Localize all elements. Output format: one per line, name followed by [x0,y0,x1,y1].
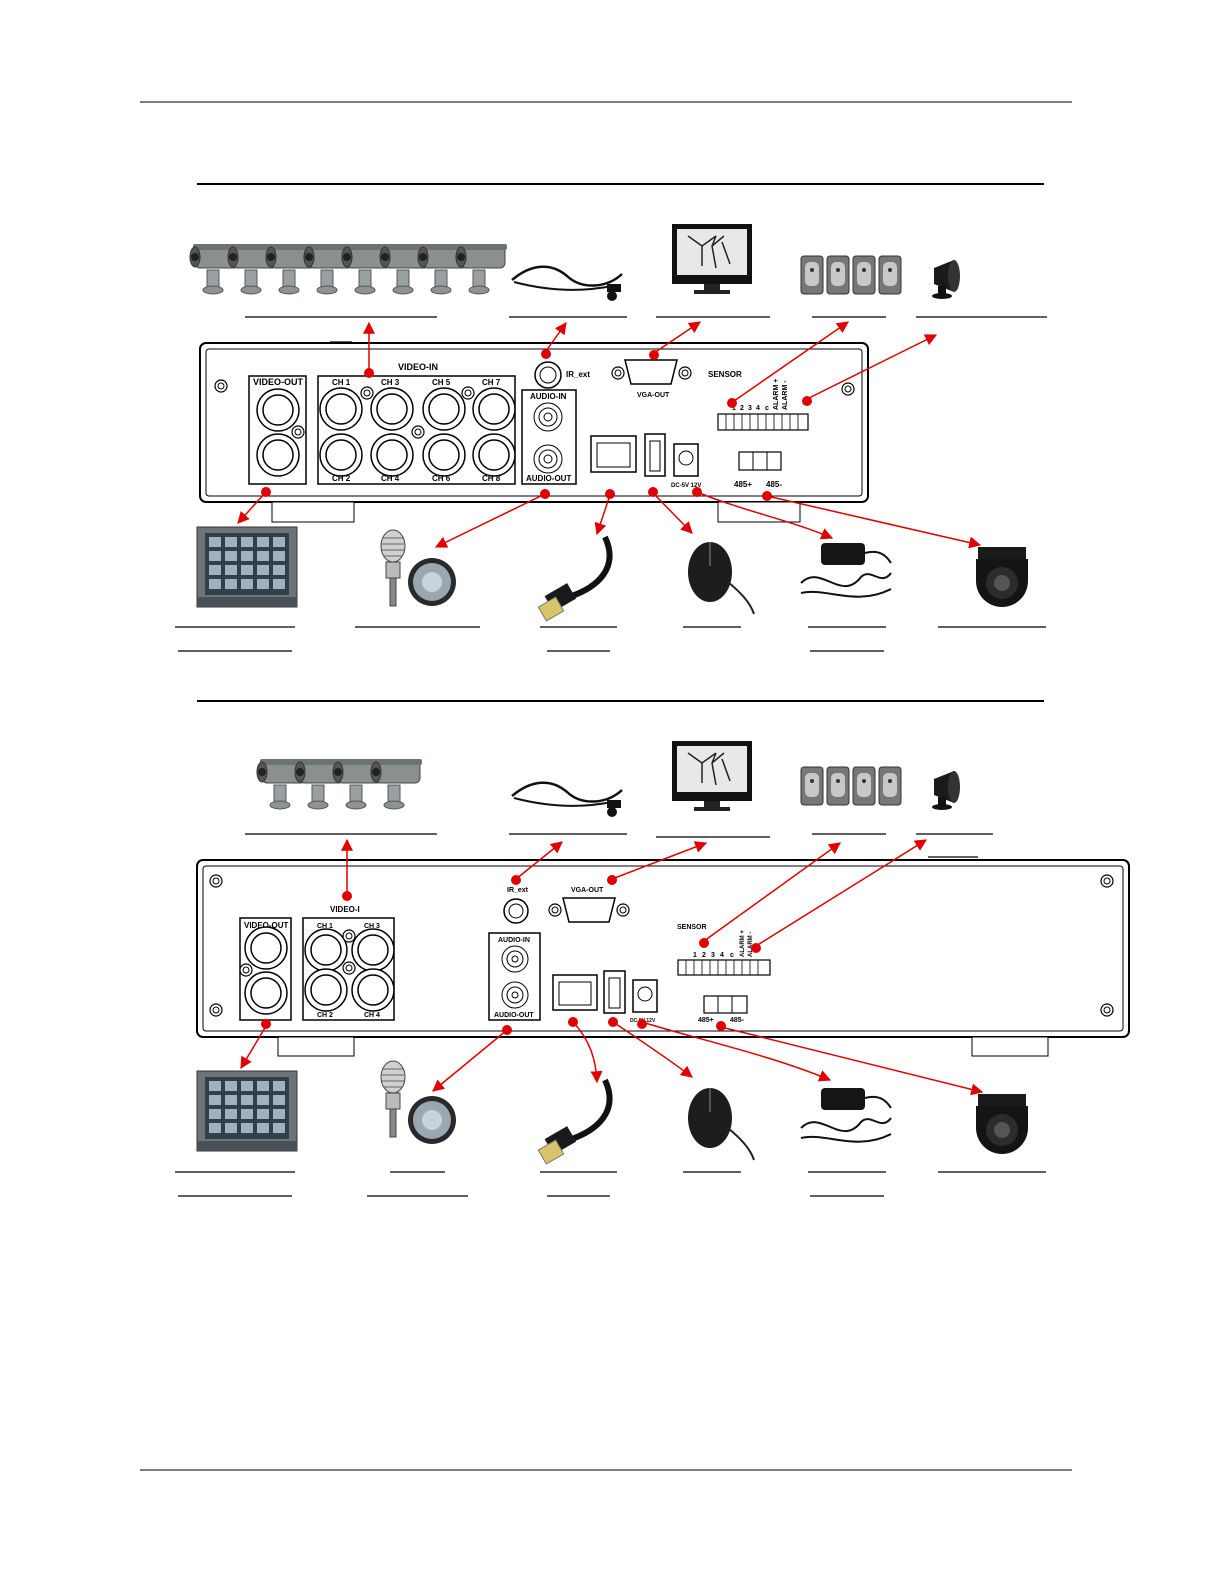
label-dc: DC-5V 12V [671,483,701,489]
label-485-minus: 485- [766,480,782,489]
network-cable-icon [538,537,609,621]
label-audio-in: AUDIO-IN [530,392,567,401]
crt-monitor-icon [196,1070,298,1152]
speaker-icon [408,1096,456,1144]
label-audio-out: AUDIO-OUT [494,1012,534,1019]
sensor-pin-3: 3 [748,405,752,412]
label-vga-out: VGA-OUT [571,887,604,894]
label-ch1: CH 1 [332,378,351,387]
network-cable-icon [538,1080,609,1164]
ir-cable-icon [510,781,624,819]
pir-sensor-icon [800,766,902,806]
ir-cable-icon [510,265,624,303]
label-audio-out: AUDIO-OUT [526,474,571,483]
diagram-8ch: VIDEO-OUT VIDEO-IN CH 1 CH 3 CH 5 CH 7 C… [175,183,1047,652]
mouse-icon [687,541,755,615]
label-ch7: CH 7 [482,378,501,387]
ptz-dome-camera-icon [976,1094,1028,1154]
crt-monitor-icon [196,526,298,608]
microphone-icon [380,1060,406,1138]
label-video-out: VIDEO-OUT [253,377,304,387]
sensor-pin-4: 4 [756,405,760,412]
siren-icon [932,771,960,810]
label-sensor: SENSOR [708,370,742,379]
mouse-icon [687,1087,755,1161]
label-video-out: VIDEO-OUT [244,921,289,930]
siren-icon [932,260,960,299]
label-485-minus: 485- [730,1017,745,1024]
dvr-rear-panel-8ch: VIDEO-OUT VIDEO-IN CH 1 CH 3 CH 5 CH 7 C… [199,342,869,523]
camera-icon [189,243,508,295]
label-ch2: CH 2 [332,474,351,483]
label-ir-ext: IR_ext [507,887,529,894]
connection-arrows [240,838,984,1096]
sensor-pin-1: 1 [693,952,697,959]
label-vga-out: VGA-OUT [637,392,670,399]
label-ch2: CH 2 [317,1012,333,1019]
sensor-pin-3: 3 [711,952,715,959]
sensor-pin-c: c [730,952,734,959]
microphone-icon [380,529,406,607]
label-video-in: VIDEO-I [330,905,360,914]
sensor-pin-c: c [765,405,769,412]
label-ir-ext: IR_ext [566,370,590,379]
sensor-pin-1: 1 [732,405,736,412]
sensor-pin-4: 4 [720,952,724,959]
label-alarm-plus: ALARM + [773,379,780,410]
label-ch1: CH 1 [317,923,333,930]
label-485-plus: 485+ [734,480,752,489]
dvr-rear-panel-4ch: VIDEO-OUT VIDEO-I CH 1 CH 3 CH 2 CH 4 IR… [196,859,1130,1057]
vga-monitor-icon [671,740,753,812]
sensor-pin-2: 2 [702,952,706,959]
connection-dots [261,875,761,1035]
camera-icon [256,758,423,810]
label-ch4: CH 4 [364,1012,380,1019]
ptz-dome-camera-icon [976,547,1028,607]
label-ch3: CH 3 [364,923,380,930]
label-sensor: SENSOR [677,924,707,931]
label-ch6: CH 6 [432,474,451,483]
label-ch5: CH 5 [432,378,451,387]
label-ch3: CH 3 [381,378,400,387]
label-alarm-minus: ALARM - [748,932,754,957]
label-audio-in: AUDIO-IN [498,937,530,944]
label-ch8: CH 8 [482,474,501,483]
label-video-in: VIDEO-IN [398,362,438,372]
label-alarm-minus: ALARM - [782,380,789,410]
connection-arrows [237,321,982,549]
label-485-plus: 485+ [698,1017,714,1024]
vga-monitor-icon [671,223,753,295]
power-adapter-icon [800,1087,892,1143]
diagram-4ch: VIDEO-OUT VIDEO-I CH 1 CH 3 CH 2 CH 4 IR… [175,700,1130,1197]
speaker-icon [408,558,456,606]
label-alarm-plus: ALARM + [740,930,746,957]
power-adapter-icon [800,542,892,598]
pir-sensor-icon [800,255,902,295]
connection-dots [261,349,812,501]
sensor-pin-2: 2 [740,405,744,412]
label-ch4: CH 4 [381,474,400,483]
